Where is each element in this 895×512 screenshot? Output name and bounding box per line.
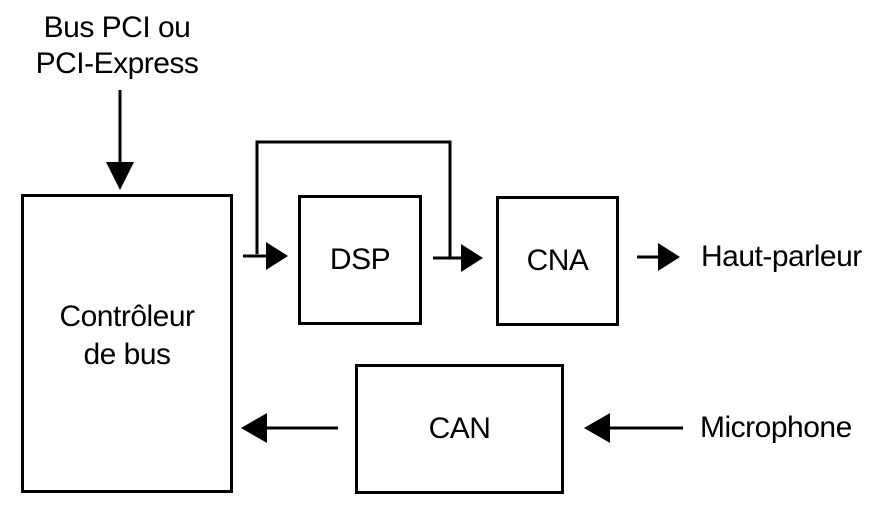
label-bus-pci: Bus PCI ou PCI-Express: [17, 10, 217, 82]
box-can: CAN: [355, 364, 564, 494]
arrow-microphone-to-can: [584, 413, 683, 443]
arrow-can-to-controller: [241, 413, 338, 443]
box-bus-controller-line1: Contrôleur: [59, 299, 195, 333]
box-can-label: CAN: [428, 412, 491, 445]
box-dsp: DSP: [298, 195, 422, 325]
arrow-bus-to-controller: [106, 90, 134, 190]
label-bus-pci-line2: PCI-Express: [35, 47, 199, 80]
arrow-dsp-to-cna: [433, 244, 483, 272]
feedback-line-dsp: [255, 140, 452, 257]
box-bus-controller: Contrôleur de bus: [21, 194, 233, 493]
label-microphone: Microphone: [700, 411, 852, 444]
label-speaker: Haut-parleur: [701, 240, 862, 273]
box-cna-label: CNA: [526, 244, 589, 277]
arrow-controller-to-dsp: [243, 242, 288, 270]
box-bus-controller-line2: de bus: [83, 337, 171, 371]
arrow-cna-to-speaker: [637, 243, 680, 271]
box-dsp-label: DSP: [329, 243, 391, 276]
box-cna: CNA: [496, 196, 619, 326]
label-bus-pci-line1: Bus PCI ou: [43, 11, 191, 44]
